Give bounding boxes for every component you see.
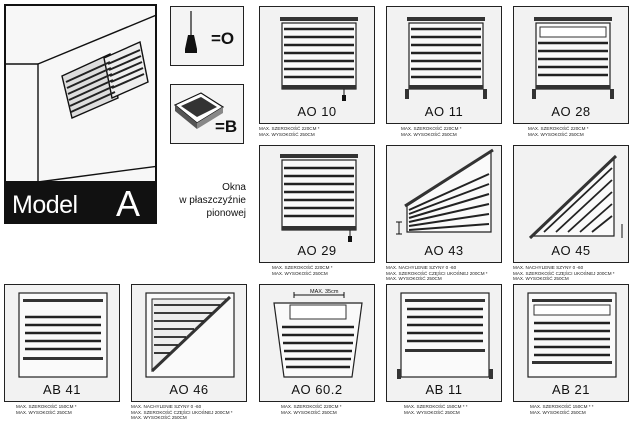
spec-line: MAX. WYSOKOŚĆ 250cm	[281, 409, 337, 415]
spec-line: MAX. SZEROKOŚĆ 150cm * *	[530, 404, 594, 409]
panel-code: AO 43	[424, 243, 464, 258]
panel-ao45: AO 45	[513, 145, 629, 263]
spec-line: MAX. SZEROKOŚĆ 220cm *	[528, 126, 589, 131]
spec-ab11: MAX. SZEROKOŚĆ 150cm * * MAX. WYSOKOŚĆ 2…	[404, 404, 468, 415]
spec-line: MAX. SZEROKOŚĆ 220cm *	[401, 126, 462, 131]
spec-line: MAX. NACHYLENIE SZYNY 0 -60	[513, 265, 584, 270]
spec-line: MAX. SZEROKOŚĆ 220cm *	[272, 265, 333, 270]
panel-ao28: AO 28	[513, 6, 629, 124]
legend-window-box: =B	[170, 84, 244, 144]
window-frame-icon	[173, 92, 225, 129]
okna-line-2: w płaszczyźnie	[179, 195, 246, 206]
spec-line: MAX. SZEROKOŚĆ CZĘŚCI UKOŚNEJ 200cm *	[513, 270, 615, 276]
panel-code: AB 11	[425, 382, 463, 397]
panel-ao29: AO 29	[259, 145, 375, 263]
spec-line: MAX. WYSOKOŚĆ 250cm	[259, 131, 315, 137]
spec-line: MAX. NACHYLENIE SZYNY 0 -60	[131, 404, 202, 409]
blind-ab41-drawing	[18, 292, 108, 378]
panel-ao43: AO 43	[386, 145, 502, 263]
spec-line: MAX. WYSOKOŚĆ 250cm	[513, 276, 569, 282]
spec-line: MAX. WYSOKOŚĆ 250cm	[530, 409, 586, 415]
panel-code: AO 28	[551, 104, 591, 119]
spec-line: MAX. SZEROKOŚĆ CZĘŚCI UKOŚNEJ 200cm *	[131, 409, 233, 415]
panel-ao10: AO 10	[259, 6, 375, 124]
spec-line: MAX. WYSOKOŚĆ 250cm	[131, 415, 187, 421]
spec-ao46: MAX. NACHYLENIE SZYNY 0 -60 MAX. SZEROKO…	[131, 404, 233, 421]
spec-line: MAX. SZEROKOŚĆ 150cm *	[16, 404, 77, 409]
spec-line: MAX. WYSOKOŚĆ 250cm	[404, 409, 460, 415]
blind-ao602-drawing	[273, 292, 363, 378]
spec-line: MAX. WYSOKOŚĆ 250cm	[528, 131, 584, 137]
panel-code: AO 60.2	[291, 382, 343, 397]
panel-ab21: AB 21	[513, 284, 629, 402]
legend-symbol-o: =O	[211, 29, 235, 48]
blind-ao29-drawing	[280, 154, 358, 242]
spec-line: MAX. WYSOKOŚĆ 250cm	[401, 131, 457, 137]
panel-code: AO 45	[551, 243, 591, 258]
blind-ao45-drawing	[528, 154, 623, 240]
panel-ao11: AO 11	[386, 6, 502, 124]
blind-ao11-drawing	[405, 17, 487, 99]
panel-ab11: AB 11	[386, 284, 502, 402]
model-letter: A	[116, 183, 141, 224]
roof-window-icon	[61, 41, 149, 119]
spec-ao10: MAX. SZEROKOŚĆ 220cm * MAX. WYSOKOŚĆ 250…	[259, 126, 320, 137]
blind-ao10-drawing	[280, 17, 358, 101]
panel-ao46: AO 46	[131, 284, 247, 402]
blind-ab11-drawing	[397, 292, 493, 379]
blind-ao46-drawing	[145, 292, 235, 378]
spec-ao45: MAX. NACHYLENIE SZYNY 0 -60 MAX. SZEROKO…	[513, 265, 615, 282]
cord-handle-icon	[185, 11, 197, 53]
okna-line-3: pionowej	[206, 208, 246, 219]
spec-ao602: MAX. SZEROKOŚĆ 220cm * MAX. WYSOKOŚĆ 250…	[281, 404, 342, 415]
spec-line: MAX. WYSOKOŚĆ 250cm	[16, 409, 72, 415]
panel-code: AO 46	[169, 382, 209, 397]
panel-code: AO 11	[424, 104, 464, 119]
spec-ab21: MAX. SZEROKOŚĆ 150cm * * MAX. WYSOKOŚĆ 2…	[530, 404, 594, 415]
dimension-label: MAX. 35cm	[310, 289, 339, 295]
spec-line: MAX. NACHYLENIE SZYNY 0 -60	[386, 265, 457, 270]
spec-ao29: MAX. SZEROKOŚĆ 220cm * MAX. WYSOKOŚĆ 250…	[272, 265, 333, 276]
spec-line: MAX. SZEROKOŚĆ 220cm *	[281, 404, 342, 409]
panel-code: AO 29	[297, 243, 337, 258]
blind-ao43-drawing	[396, 148, 494, 235]
spec-ao43: MAX. NACHYLENIE SZYNY 0 -60 MAX. SZEROKO…	[386, 265, 488, 282]
spec-line: MAX. SZEROKOŚĆ CZĘŚCI UKOŚNEJ 200cm *	[386, 270, 488, 276]
spec-line: MAX. WYSOKOŚĆ 250cm	[386, 276, 442, 282]
model-label: Model	[12, 191, 78, 219]
blind-ab21-drawing	[527, 292, 617, 378]
model-title-bar: Model A	[4, 181, 157, 224]
panel-ab41: AB 41	[4, 284, 120, 402]
spec-line: MAX. WYSOKOŚĆ 250cm	[272, 270, 328, 276]
legend-cord-box: =O	[170, 6, 244, 66]
spec-ao28: MAX. SZEROKOŚĆ 220cm * MAX. WYSOKOŚĆ 250…	[528, 126, 589, 137]
spec-ao11: MAX. SZEROKOŚĆ 220cm * MAX. WYSOKOŚĆ 250…	[401, 126, 462, 137]
okna-line-1: Okna	[222, 182, 246, 193]
spec-ab41: MAX. SZEROKOŚĆ 150cm * MAX. WYSOKOŚĆ 250…	[16, 404, 77, 415]
panel-ao602: MAX. 35cm AO 60.2	[259, 284, 375, 402]
panel-code: AB 21	[552, 382, 590, 397]
window-type-caption: Okna w płaszczyźnie pionowej	[158, 181, 246, 224]
spec-line: MAX. SZEROKOŚĆ 220cm *	[259, 126, 320, 131]
panel-code: AO 10	[297, 104, 337, 119]
blind-ao28-drawing	[532, 17, 614, 99]
spec-line: MAX. SZEROKOŚĆ 150cm * *	[404, 404, 468, 409]
panel-code: AB 41	[43, 382, 81, 397]
legend-symbol-b: =B	[215, 117, 238, 136]
